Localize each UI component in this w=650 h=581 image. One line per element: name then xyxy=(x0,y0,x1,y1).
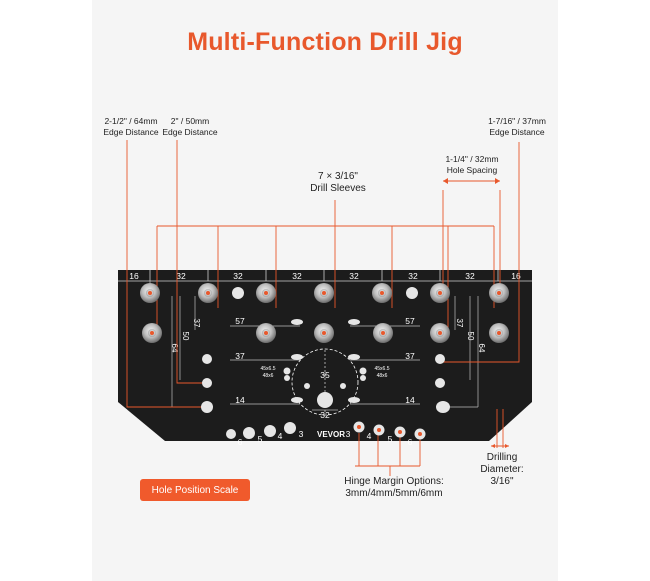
row-37-left: 37 xyxy=(235,351,245,361)
scale-32-6: 32 xyxy=(465,271,475,281)
hole-position-scale-button[interactable]: Hole Position Scale xyxy=(140,479,250,501)
hinge-right-5: 5 xyxy=(388,434,393,444)
drill-sleeves-label: 7 × 3/16" Drill Sleeves xyxy=(310,171,366,194)
edge-distance-64-label: 2-1/2" / 64mm Edge Distance xyxy=(103,116,159,137)
right-vertical-37: 37 xyxy=(455,319,464,328)
right-size-a: 45x6.5 xyxy=(374,366,389,372)
hole-spacing-label: 1-1/4" / 32mm Hole Spacing xyxy=(445,154,499,175)
row-14-left: 14 xyxy=(235,395,245,405)
hinge-left-3: 3 xyxy=(299,429,304,439)
drilling-diameter-label: Drilling Diameter: 3/16" xyxy=(480,452,524,487)
row-37-right: 37 xyxy=(405,351,415,361)
hinge-right-6: 6 xyxy=(408,437,413,447)
edge-distance-50-label: 2" / 50mm Edge Distance xyxy=(162,116,218,137)
scale-32-5: 32 xyxy=(408,271,418,281)
left-size-a: 45x6.5 xyxy=(260,366,275,372)
hinge-left-6: 6 xyxy=(238,437,243,447)
edge-distance-37-label: 1-7/16" / 37mm Edge Distance xyxy=(488,116,546,137)
left-size-b: 48x6 xyxy=(263,373,274,379)
hinge-left-5: 5 xyxy=(258,434,263,444)
left-vertical-64: 64 xyxy=(170,344,179,353)
row-57-right: 57 xyxy=(405,316,415,326)
page-title: Multi-Function Drill Jig xyxy=(187,28,463,56)
vevor-logo: VEVOR xyxy=(317,430,345,439)
row-14-right: 14 xyxy=(405,395,415,405)
scale-16-right: 16 xyxy=(511,271,521,281)
scale-16-left: 16 xyxy=(129,271,139,281)
hinge-margin-label: Hinge Margin Options: 3mm/4mm/5mm/6mm xyxy=(344,476,444,499)
scale-32-3: 32 xyxy=(292,271,302,281)
hinge-left-4: 4 xyxy=(278,431,283,441)
drill-sleeves-row xyxy=(140,283,509,303)
scale-32-4: 32 xyxy=(349,271,359,281)
right-vertical-64: 64 xyxy=(477,344,486,353)
right-vertical-50: 50 xyxy=(466,332,475,341)
scale-32-2: 32 xyxy=(233,271,243,281)
row-57-left: 57 xyxy=(235,316,245,326)
scale-32-1: 32 xyxy=(176,271,186,281)
left-vertical-50: 50 xyxy=(181,332,190,341)
left-vertical-37: 37 xyxy=(192,319,201,328)
right-size-b: 48x6 xyxy=(377,373,388,379)
hinge-right-3: 3 xyxy=(346,429,351,439)
hinge-right-4: 4 xyxy=(367,431,372,441)
